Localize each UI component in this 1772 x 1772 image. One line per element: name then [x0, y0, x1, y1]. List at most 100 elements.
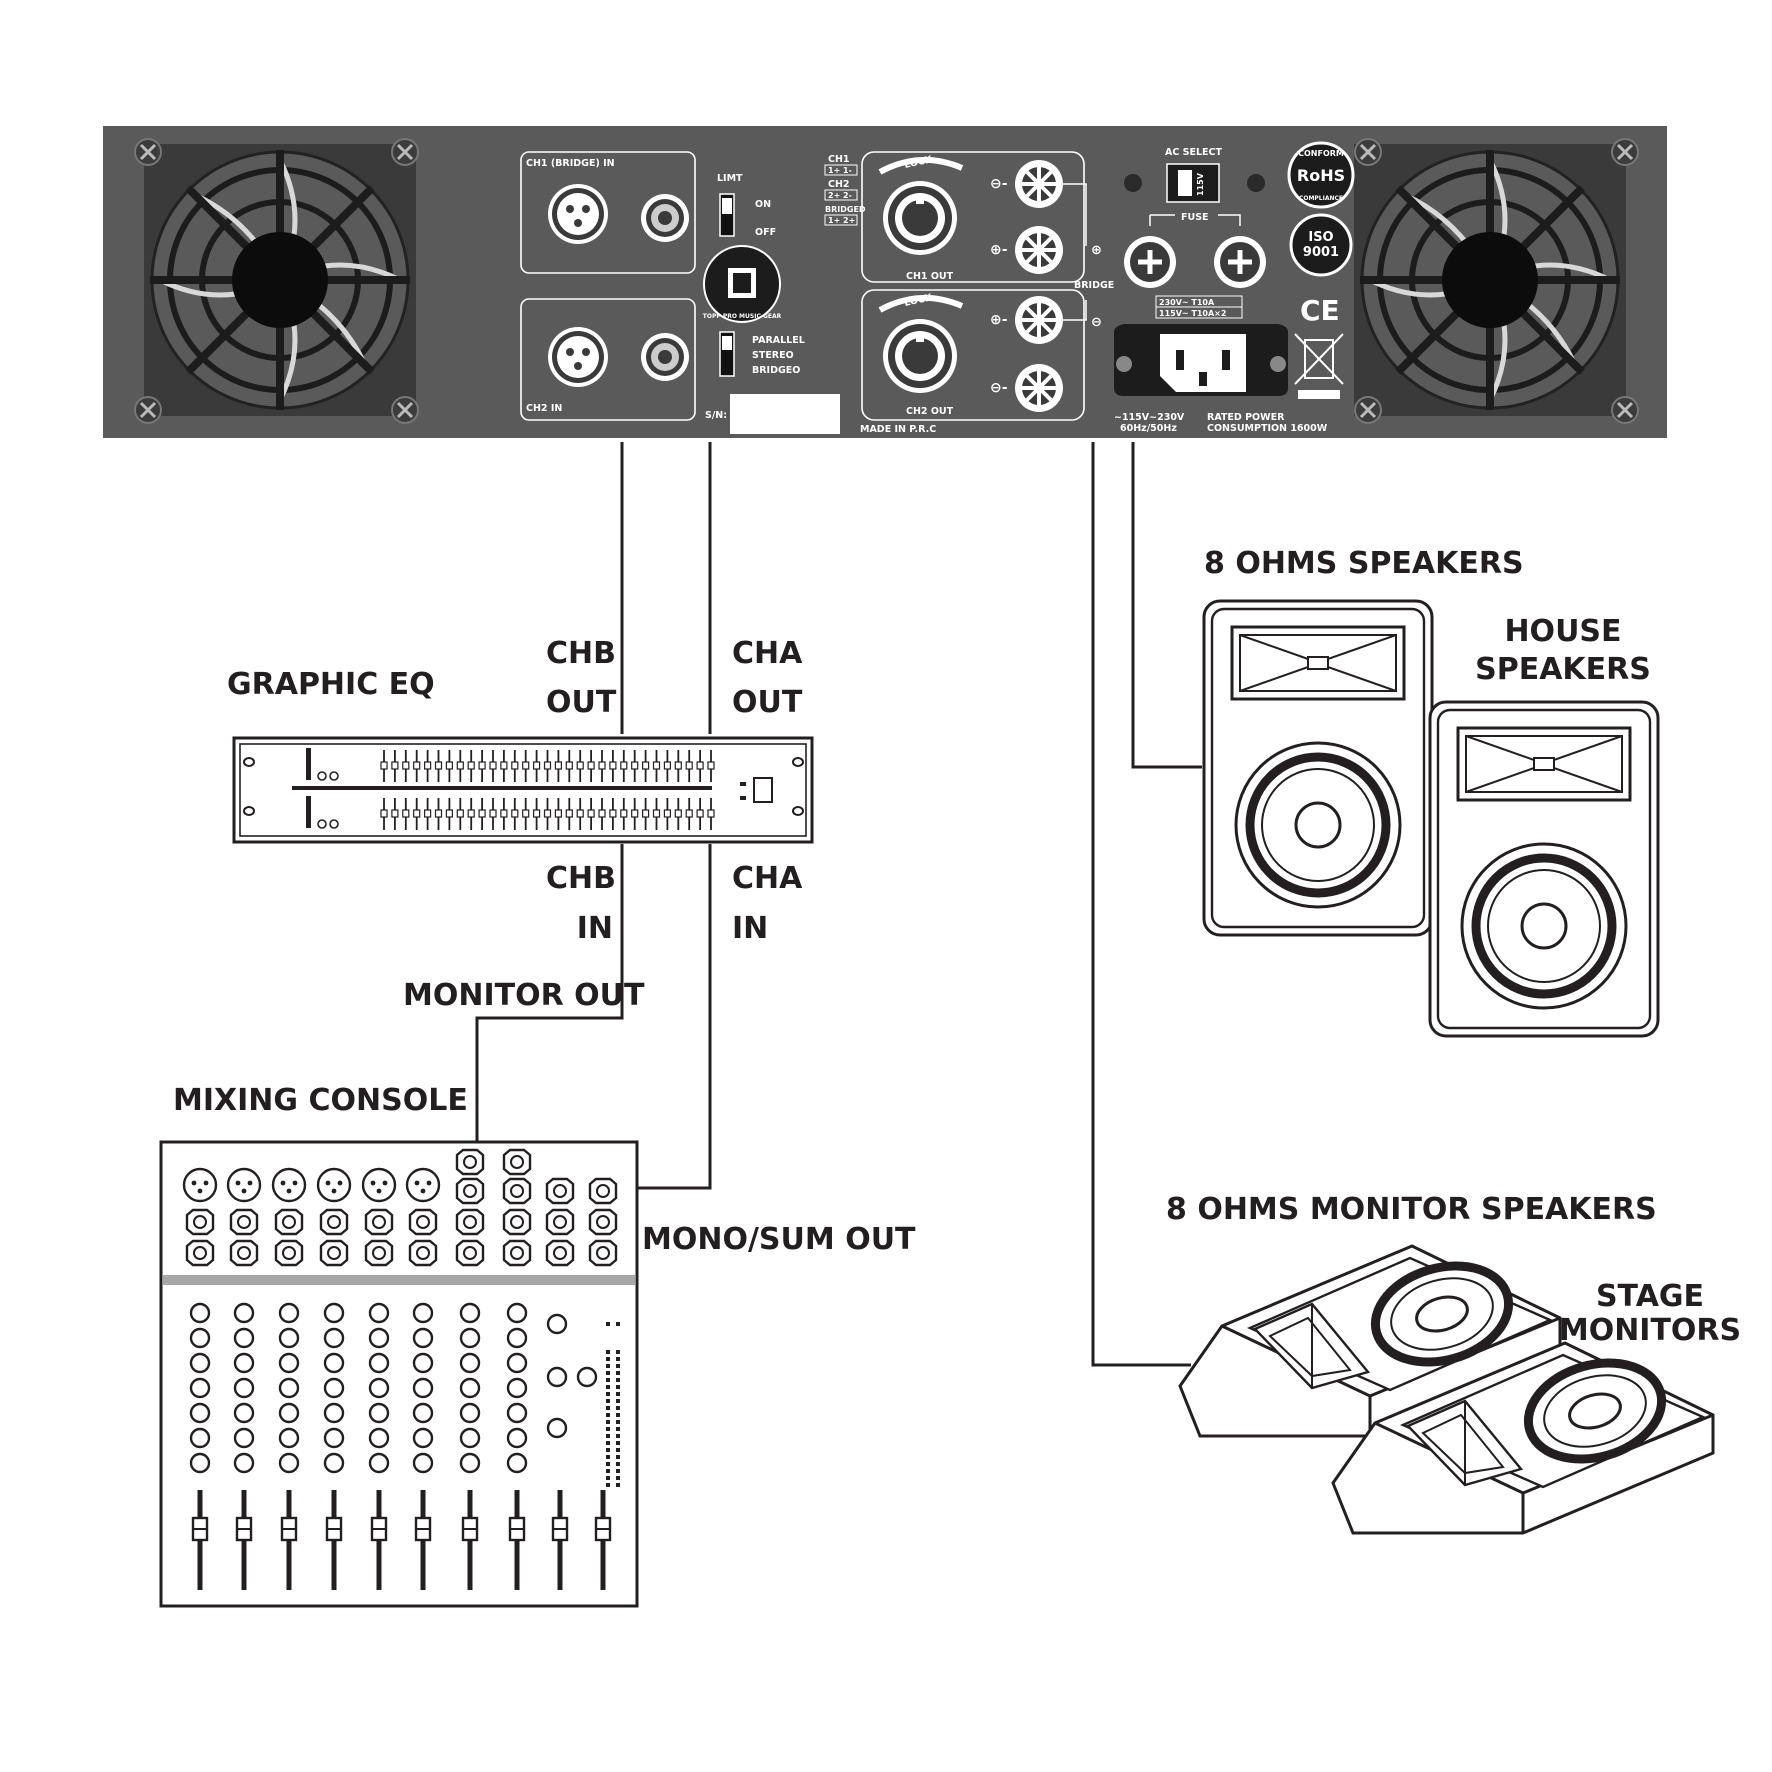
channel-knob[interactable]: [189, 1327, 211, 1349]
jack-input-icon[interactable]: [364, 1239, 394, 1267]
jack-input-icon[interactable]: [185, 1208, 215, 1236]
jack-input-icon[interactable]: [588, 1239, 618, 1267]
channel-knob[interactable]: [189, 1352, 211, 1374]
jack-input-icon[interactable]: [229, 1239, 259, 1267]
xlr-input-icon[interactable]: [271, 1167, 307, 1203]
channel-knob[interactable]: [368, 1427, 390, 1449]
channel-knob[interactable]: [278, 1452, 300, 1474]
jack-input-icon[interactable]: [185, 1239, 215, 1267]
jack-input-icon[interactable]: [502, 1148, 532, 1176]
channel-knob[interactable]: [233, 1427, 255, 1449]
channel-knob[interactable]: [412, 1402, 434, 1424]
jack-input-icon[interactable]: [588, 1177, 618, 1205]
eq-faders-channel-b[interactable]: [380, 798, 715, 830]
master-knob[interactable]: [576, 1366, 598, 1388]
jack-input-icon[interactable]: [408, 1239, 438, 1267]
channel-knob[interactable]: [189, 1452, 211, 1474]
ch1-negative-binding-post-icon[interactable]: [1013, 158, 1065, 210]
ch1-positive-binding-post-icon[interactable]: [1013, 224, 1065, 276]
channel-knob[interactable]: [278, 1327, 300, 1349]
jack-input-icon[interactable]: [455, 1208, 485, 1236]
channel-knob[interactable]: [412, 1427, 434, 1449]
channel-knob[interactable]: [459, 1327, 481, 1349]
jack-input-icon[interactable]: [455, 1148, 485, 1176]
channel-knob[interactable]: [459, 1427, 481, 1449]
channel-knob[interactable]: [323, 1402, 345, 1424]
channel-knob[interactable]: [233, 1377, 255, 1399]
channel-knob[interactable]: [278, 1352, 300, 1374]
master-knob[interactable]: [546, 1313, 568, 1335]
channel-knob[interactable]: [368, 1352, 390, 1374]
jack-input-icon[interactable]: [319, 1208, 349, 1236]
ch2-jack-input-icon[interactable]: [641, 333, 689, 381]
channel-knob[interactable]: [278, 1402, 300, 1424]
channel-knob[interactable]: [323, 1352, 345, 1374]
channel-knob[interactable]: [189, 1377, 211, 1399]
channel-knob[interactable]: [412, 1327, 434, 1349]
channel-knob[interactable]: [233, 1402, 255, 1424]
ch1-speakon-output-icon[interactable]: [883, 181, 957, 255]
master-knob[interactable]: [546, 1366, 568, 1388]
channel-knob[interactable]: [368, 1302, 390, 1324]
jack-input-icon[interactable]: [455, 1177, 485, 1205]
channel-knob[interactable]: [368, 1377, 390, 1399]
channel-knob[interactable]: [189, 1427, 211, 1449]
master-knob[interactable]: [546, 1417, 568, 1439]
channel-knob[interactable]: [278, 1427, 300, 1449]
xlr-input-icon[interactable]: [361, 1167, 397, 1203]
fuse-holder-2[interactable]: [1214, 236, 1266, 288]
channel-knob[interactable]: [323, 1427, 345, 1449]
channel-knob[interactable]: [506, 1427, 528, 1449]
jack-input-icon[interactable]: [588, 1208, 618, 1236]
channel-knob[interactable]: [459, 1302, 481, 1324]
jack-input-icon[interactable]: [274, 1208, 304, 1236]
jack-input-icon[interactable]: [502, 1177, 532, 1205]
jack-input-icon[interactable]: [319, 1239, 349, 1267]
fuse-holder-1[interactable]: [1124, 236, 1176, 288]
iec-power-inlet[interactable]: [1114, 324, 1288, 396]
channel-knob[interactable]: [412, 1352, 434, 1374]
jack-input-icon[interactable]: [545, 1208, 575, 1236]
channel-knob[interactable]: [506, 1327, 528, 1349]
jack-input-icon[interactable]: [455, 1239, 485, 1267]
channel-knob[interactable]: [368, 1402, 390, 1424]
ch1-xlr-input-icon[interactable]: [548, 184, 608, 244]
ch1-jack-input-icon[interactable]: [641, 194, 689, 242]
channel-knob[interactable]: [459, 1452, 481, 1474]
jack-input-icon[interactable]: [502, 1208, 532, 1236]
ac-select-switch[interactable]: [1166, 163, 1220, 203]
jack-input-icon[interactable]: [502, 1239, 532, 1267]
channel-knob[interactable]: [278, 1302, 300, 1324]
jack-input-icon[interactable]: [545, 1239, 575, 1267]
channel-knob[interactable]: [278, 1377, 300, 1399]
channel-knob[interactable]: [233, 1352, 255, 1374]
channel-knob[interactable]: [506, 1352, 528, 1374]
channel-knob[interactable]: [323, 1302, 345, 1324]
ch2-speakon-output-icon[interactable]: [883, 319, 957, 393]
channel-knob[interactable]: [323, 1452, 345, 1474]
channel-knob[interactable]: [459, 1377, 481, 1399]
ch2-positive-binding-post-icon[interactable]: [1013, 294, 1065, 346]
channel-knob[interactable]: [323, 1327, 345, 1349]
channel-knob[interactable]: [189, 1402, 211, 1424]
channel-knob[interactable]: [233, 1327, 255, 1349]
channel-knob[interactable]: [189, 1302, 211, 1324]
ch2-xlr-input-icon[interactable]: [548, 327, 608, 387]
xlr-input-icon[interactable]: [226, 1167, 262, 1203]
jack-input-icon[interactable]: [229, 1208, 259, 1236]
channel-knob[interactable]: [323, 1377, 345, 1399]
channel-knob[interactable]: [506, 1302, 528, 1324]
channel-knob[interactable]: [368, 1452, 390, 1474]
ch2-negative-binding-post-icon[interactable]: [1013, 362, 1065, 414]
jack-input-icon[interactable]: [364, 1208, 394, 1236]
jack-input-icon[interactable]: [274, 1239, 304, 1267]
jack-input-icon[interactable]: [545, 1177, 575, 1205]
channel-knob[interactable]: [412, 1377, 434, 1399]
eq-power-switch[interactable]: [753, 777, 773, 803]
channel-knob[interactable]: [233, 1302, 255, 1324]
channel-knob[interactable]: [459, 1402, 481, 1424]
xlr-input-icon[interactable]: [405, 1167, 441, 1203]
xlr-input-icon[interactable]: [182, 1167, 218, 1203]
eq-faders-channel-a[interactable]: [380, 750, 715, 782]
channel-knob[interactable]: [459, 1352, 481, 1374]
